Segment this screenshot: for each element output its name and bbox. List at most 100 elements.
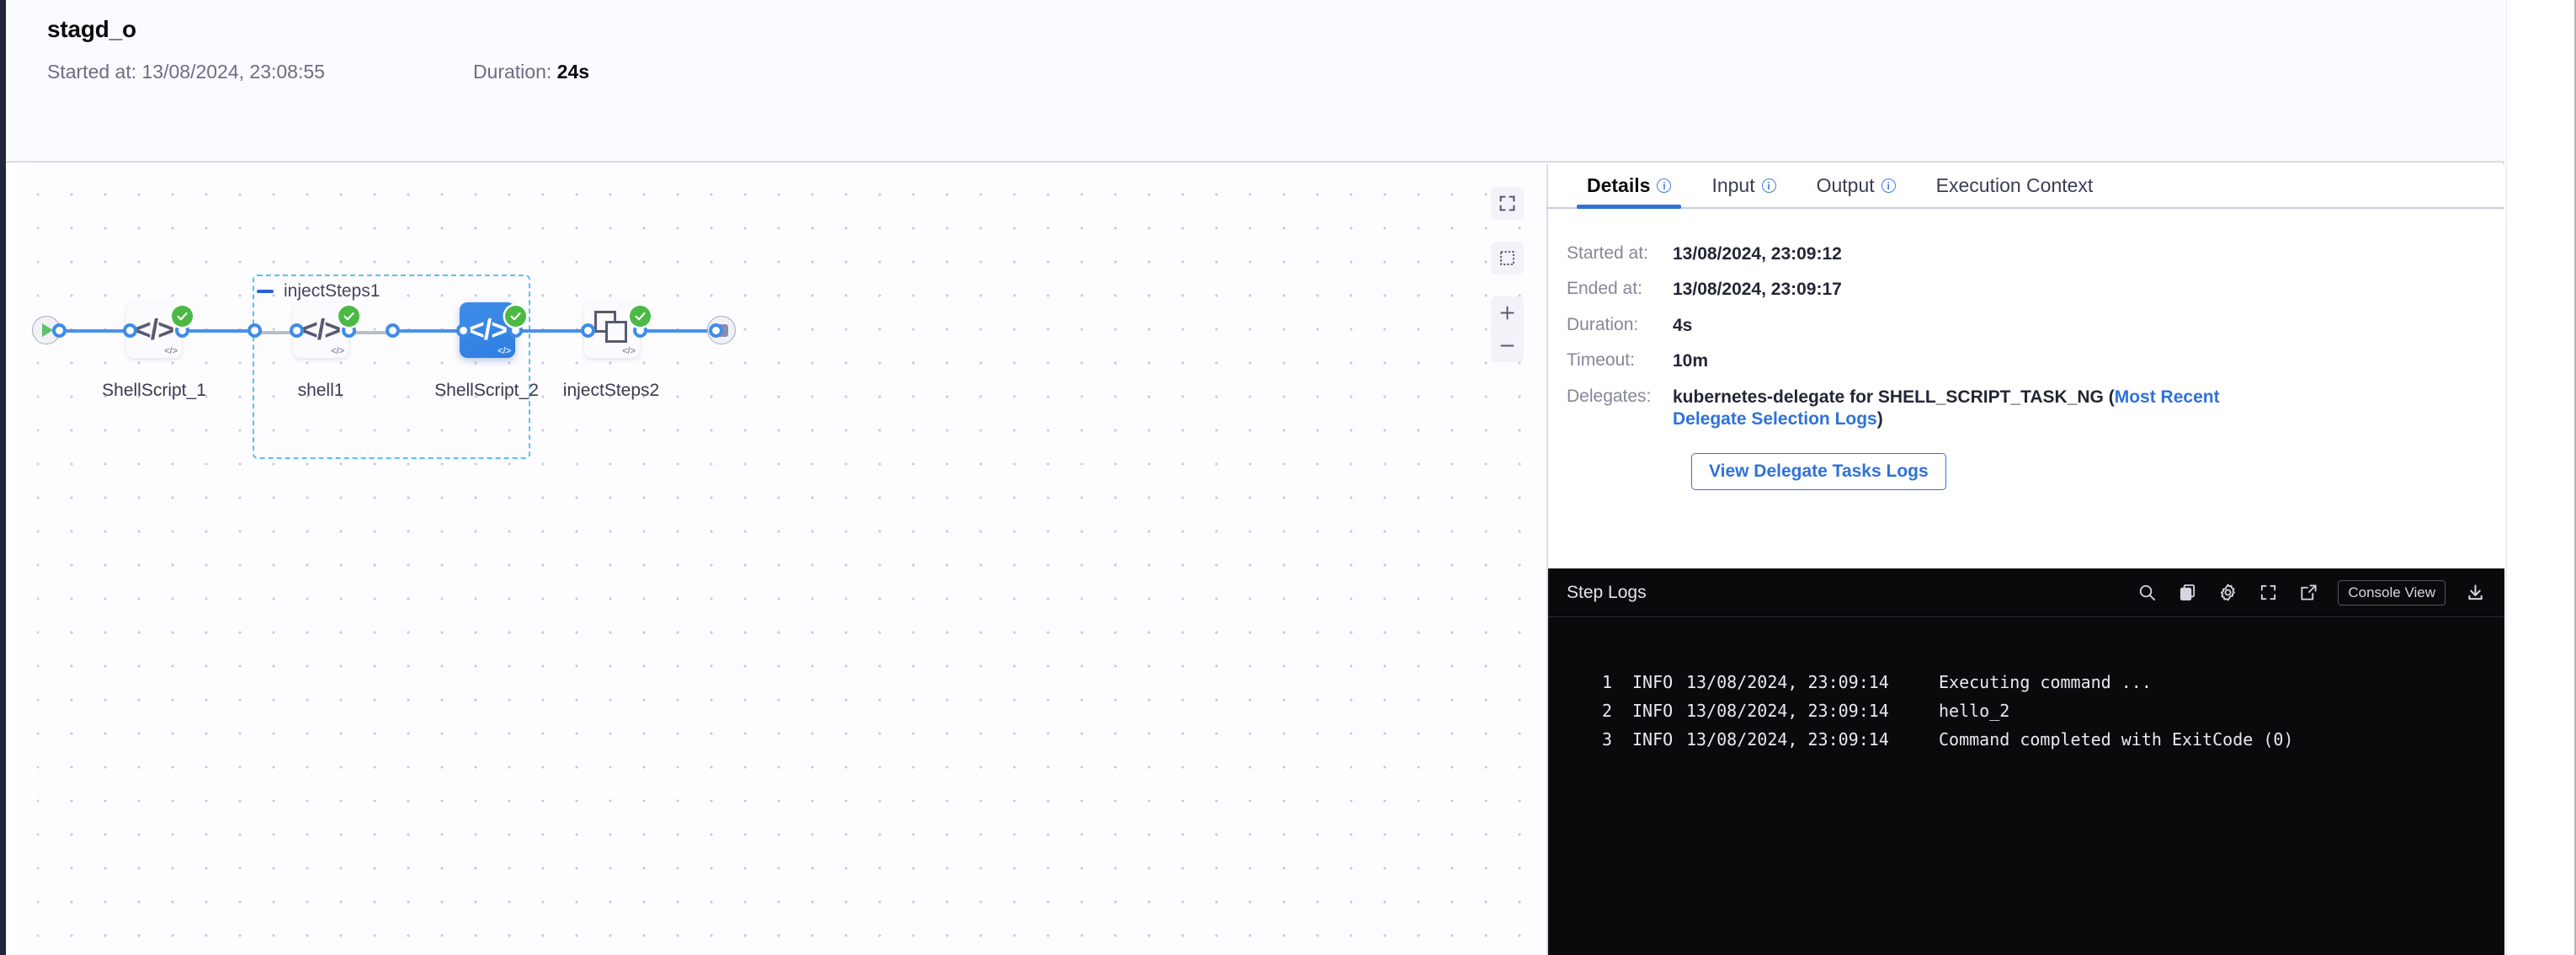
info-icon[interactable]: i — [1657, 179, 1672, 193]
log-line: 3 INFO 13/08/2024, 23:09:14 Command comp… — [1548, 725, 2504, 754]
code-icon: </> — [467, 313, 508, 346]
info-icon[interactable]: i — [1881, 179, 1896, 193]
node-shell1[interactable]: </> </> — [293, 302, 349, 358]
status-badge-success-shellscript1 — [172, 306, 193, 327]
step-logs-console: Step Logs — [1546, 568, 2504, 955]
fit-to-screen-button[interactable] — [1491, 187, 1524, 220]
select-area-button[interactable] — [1491, 242, 1524, 275]
pipeline-canvas[interactable]: injectSteps1 </> </> — [6, 164, 1545, 955]
tab-execution-context-label: Execution Context — [1935, 174, 2094, 196]
node-caption-shellscript2: ShellScript_2 — [434, 381, 539, 400]
zoom-out-button[interactable] — [1491, 329, 1524, 362]
log-line: 1 INFO 13/08/2024, 23:09:14 Executing co… — [1548, 668, 2504, 696]
console-toolbar: Step Logs — [1548, 568, 2504, 617]
left-edge-rail — [0, 0, 6, 955]
port-shellscript1-in — [123, 323, 137, 338]
fullscreen-icon[interactable] — [2257, 582, 2279, 604]
gear-icon[interactable] — [2217, 582, 2238, 604]
console-title: Step Logs — [1567, 582, 1647, 602]
play-icon — [42, 323, 53, 337]
duration-value: 4s — [1673, 315, 1693, 335]
tab-output[interactable]: Output i — [1796, 164, 1916, 207]
log-message: Command completed with ExitCode (0) — [1939, 729, 2294, 750]
view-delegate-tasks-logs-button[interactable]: View Delegate Tasks Logs — [1691, 452, 1946, 490]
node-caption-shellscript1: ShellScript_1 — [102, 381, 206, 400]
copy-icon[interactable] — [2176, 582, 2198, 604]
download-icon[interactable] — [2464, 582, 2486, 604]
port-end-in — [709, 323, 723, 338]
info-icon[interactable]: i — [1761, 179, 1776, 193]
tab-input-label: Input — [1711, 174, 1755, 196]
port-injectsteps2-in — [581, 323, 595, 338]
fullscreen-icon — [1499, 195, 1515, 211]
right-gutter — [2506, 0, 2576, 955]
console-view-toggle[interactable]: Console View — [2338, 579, 2446, 606]
detail-row-timeout: Timeout: 10m — [1548, 350, 2504, 386]
plus-icon — [1500, 306, 1514, 320]
edge-injectsteps2-to-end — [639, 329, 716, 333]
ended-at-value: 13/08/2024, 23:09:17 — [1673, 280, 1842, 300]
port-start-out — [52, 323, 67, 338]
step-group-label-text: injectSteps1 — [284, 281, 381, 301]
log-message: hello_2 — [1939, 701, 2010, 721]
edge-shellscript1-to-group — [183, 329, 255, 333]
log-level: INFO — [1632, 729, 1674, 750]
log-line-number: 1 — [1601, 672, 1612, 692]
delegates-value: kubernetes-delegate for SHELL_SCRIPT_TAS… — [1673, 387, 2245, 431]
log-level: INFO — [1632, 701, 1674, 721]
log-timestamp: 13/08/2024, 23:09:14 — [1686, 701, 1889, 721]
log-level: INFO — [1632, 672, 1674, 692]
duration-label: Duration: — [1567, 314, 1639, 334]
status-badge-success-shell1 — [338, 306, 359, 327]
log-message: Executing command ... — [1939, 672, 2152, 692]
external-link-icon[interactable] — [2297, 582, 2319, 604]
log-line-number: 2 — [1601, 701, 1612, 721]
zoom-controls[interactable] — [1491, 296, 1524, 362]
collapse-icon[interactable] — [257, 290, 274, 293]
log-lines[interactable]: 1 INFO 13/08/2024, 23:09:14 Executing co… — [1548, 617, 2504, 754]
delegates-suffix: ) — [1876, 409, 1883, 429]
log-line-number: 3 — [1601, 729, 1612, 750]
execution-header: stagd_o Started at: 13/08/2024, 23:08:55… — [6, 0, 2504, 163]
status-badge-success-shellscript2 — [505, 306, 526, 327]
header-meta: Started at: 13/08/2024, 23:08:55 Duration… — [47, 61, 589, 83]
details-content: Started at: 13/08/2024, 23:09:12 Ended a… — [1548, 209, 2504, 490]
tab-execution-context[interactable]: Execution Context — [1916, 164, 2114, 207]
detail-tabs: Details i Input i Output i Execution Con… — [1548, 164, 2504, 209]
tab-details[interactable]: Details i — [1567, 164, 1691, 209]
page-title: stagd_o — [47, 16, 136, 42]
node-caption-shell1: shell1 — [297, 381, 344, 400]
code-icon-small: </> — [498, 346, 511, 356]
node-caption-injectsteps2: injectSteps2 — [562, 381, 660, 400]
delegates-prefix: kubernetes-delegate for SHELL_SCRIPT_TAS… — [1673, 387, 2115, 407]
started-at-label: Started at: — [47, 61, 137, 83]
delegate-selection-logs-link[interactable]: Most Recent Delegate Selection Logs — [1673, 387, 2220, 429]
started-at-meta: Started at: 13/08/2024, 23:08:55 — [47, 61, 325, 83]
detail-row-ended-at: Ended at: 13/08/2024, 23:09:17 — [1548, 279, 2504, 314]
port-group-in — [247, 323, 262, 338]
tab-output-label: Output — [1816, 174, 1875, 196]
edge-group-to-shellscript2 — [391, 329, 466, 333]
minus-icon — [1500, 344, 1514, 347]
marquee-icon — [1500, 251, 1514, 265]
duration-value: 24s — [556, 61, 590, 83]
detail-row-started-at: Started at: 13/08/2024, 23:09:12 — [1548, 243, 2504, 279]
edge-group-in-dashed — [255, 331, 321, 334]
code-icon-small: </> — [164, 346, 178, 356]
started-at-value: 13/08/2024, 23:09:12 — [1673, 244, 1842, 264]
edge-group-out-dashed — [348, 331, 393, 334]
timeout-value: 10m — [1673, 351, 1709, 371]
search-icon[interactable] — [2136, 582, 2158, 604]
delegates-label: Delegates: — [1567, 386, 1652, 406]
step-group-label: injectSteps1 — [257, 281, 380, 301]
tab-input[interactable]: Input i — [1691, 164, 1796, 207]
started-at-label: Started at: — [1567, 243, 1648, 263]
started-at-value: 13/08/2024, 23:08:55 — [141, 61, 325, 83]
zoom-in-button[interactable] — [1491, 296, 1524, 329]
duration-label: Duration: — [472, 61, 552, 83]
duration-meta: Duration: 24s — [473, 61, 589, 83]
port-shellscript2-in — [456, 323, 471, 338]
code-icon: </> — [301, 313, 341, 346]
code-icon: </> — [134, 313, 174, 346]
